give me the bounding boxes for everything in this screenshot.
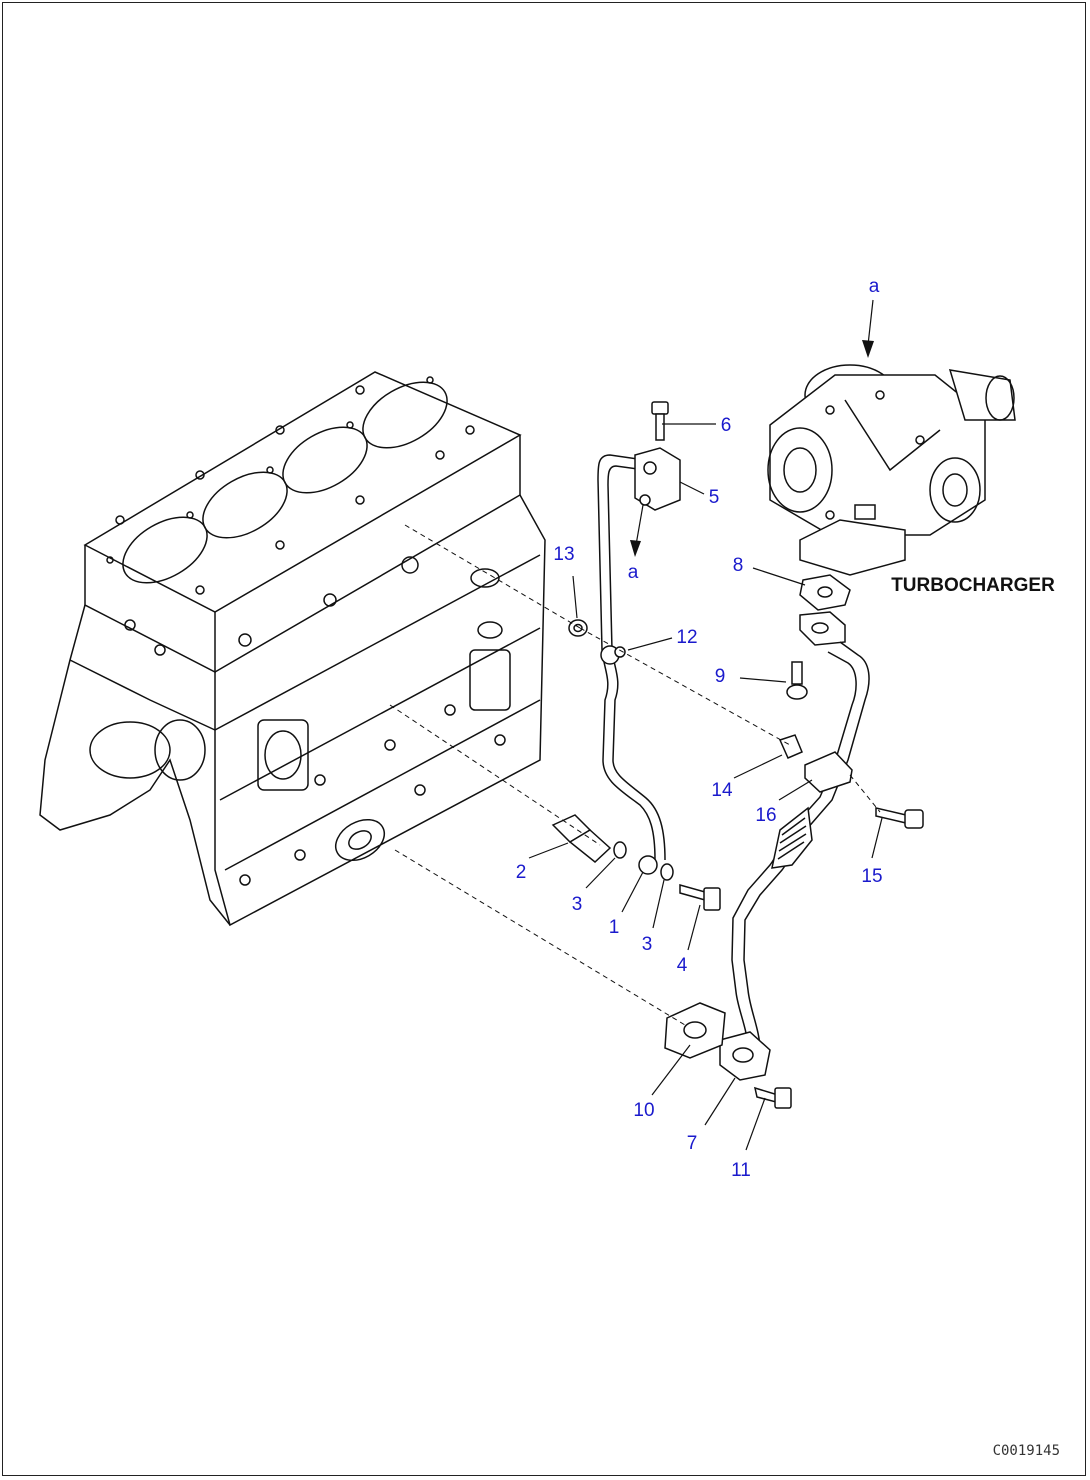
washer-12: [614, 646, 626, 658]
callout-14: 14: [711, 780, 733, 801]
callout-10: 10: [633, 1100, 654, 1121]
gasket-10: [664, 1002, 726, 1059]
washer-3b: [660, 863, 674, 881]
callout-3a: 3: [572, 894, 583, 915]
callout-7: 7: [687, 1133, 698, 1154]
turbocharger-title: TURBOCHARGER: [891, 575, 1055, 596]
connector-2: [551, 814, 612, 863]
callout-5: 5: [709, 487, 720, 508]
callout-16: 16: [755, 805, 776, 826]
callout-6: 6: [721, 415, 732, 436]
bolt-15: [875, 807, 924, 829]
drawing-code: C0019145: [993, 1443, 1060, 1459]
callout-8: 8: [733, 555, 744, 576]
bolt-4: [679, 884, 721, 911]
oil-drain-tube: [719, 611, 870, 1081]
callout-labels: a a 1 2 3 3 4 5 6 7 8 9 10 11 12 13 14 1…: [516, 276, 883, 1181]
plug-14: [778, 734, 803, 759]
callout-3b: 3: [642, 934, 653, 955]
callout-4: 4: [677, 955, 688, 976]
washer-13: [568, 619, 588, 637]
ref-mark-a-feed: a: [628, 562, 639, 583]
washer-3a: [613, 841, 627, 859]
gasket-8: [799, 574, 851, 611]
leader-lines: [528, 299, 883, 1151]
callout-2: 2: [516, 862, 527, 883]
bolt-6: [651, 401, 669, 441]
oil-feed-tube: [597, 454, 666, 875]
callout-11: 11: [731, 1160, 751, 1181]
callout-12: 12: [676, 627, 697, 648]
turbocharger-unit: [767, 364, 1016, 576]
callout-1: 1: [609, 917, 620, 938]
assembly-lines: [389, 524, 881, 1026]
callout-9: 9: [715, 666, 726, 687]
engine-block: [39, 371, 546, 927]
bolt-9: [786, 661, 808, 700]
ref-mark-a-top: a: [869, 276, 880, 297]
bolt-11: [753, 1086, 792, 1109]
callout-15: 15: [861, 866, 882, 887]
callout-13: 13: [553, 544, 574, 565]
